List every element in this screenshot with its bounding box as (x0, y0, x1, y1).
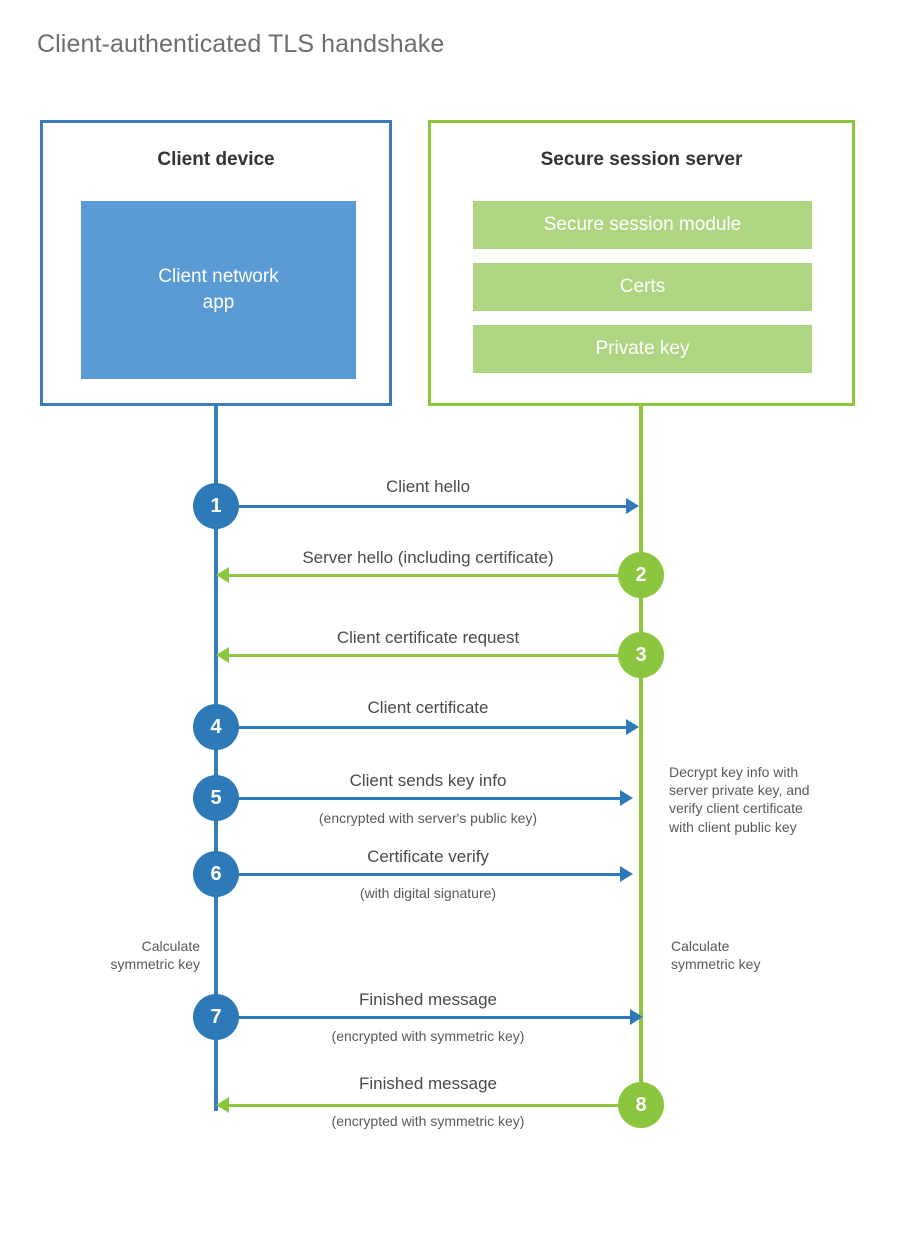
step-8-badge: 8 (618, 1082, 664, 1128)
step-1-arrow-head (626, 498, 639, 514)
step-5-arrow-line (216, 797, 620, 800)
server-block-private-key: Private key (473, 325, 812, 373)
step-2-badge: 2 (618, 552, 664, 598)
annotation-client-calculate-symmetric-key: Calculate symmetric key (110, 938, 200, 973)
step-7-badge: 7 (193, 994, 239, 1040)
page-title: Client-authenticated TLS handshake (37, 30, 445, 58)
step-2-label: Server hello (including certificate) (302, 548, 554, 567)
step-6-arrow-head (620, 866, 633, 882)
step-3-badge: 3 (618, 632, 664, 678)
step-1-label: Client hello (385, 477, 471, 496)
step-1-badge: 1 (193, 483, 239, 529)
step-1-arrow-line (216, 505, 626, 508)
client-device-box: Client device Client network app (40, 120, 392, 406)
step-6-badge: 6 (193, 851, 239, 897)
step-2-arrow-line (229, 574, 641, 577)
step-6-label: Certificate verify (367, 847, 489, 866)
server-block-secure-session-module: Secure session module (473, 201, 812, 249)
step-7-arrow-head (630, 1009, 643, 1025)
secure-session-server-box: Secure session server Secure session mod… (428, 120, 855, 406)
secure-session-server-title: Secure session server (540, 149, 743, 170)
step-6-sublabel: (with digital signature) (359, 885, 497, 901)
step-8-arrow-line (229, 1104, 618, 1107)
server-block-certs: Certs (473, 263, 812, 311)
step-5-arrow-head (620, 790, 633, 806)
step-3-label: Client certificate request (336, 628, 520, 647)
step-4-badge: 4 (193, 704, 239, 750)
step-2-arrow-head (216, 567, 229, 583)
step-5-label: Client sends key info (349, 771, 507, 790)
step-8-sublabel: (encrypted with symmetric key) (331, 1113, 525, 1129)
step-7-sublabel: (encrypted with symmetric key) (331, 1028, 525, 1044)
step-8-label: Finished message (359, 1074, 497, 1093)
step-7-label: Finished message (359, 990, 497, 1009)
step-4-arrow-line (216, 726, 626, 729)
step-4-arrow-head (626, 719, 639, 735)
client-lifeline (214, 405, 218, 1111)
annotation-server-calculate-symmetric-key: Calculate symmetric key (671, 938, 761, 973)
step-3-arrow-head (216, 647, 229, 663)
step-8-arrow-head (216, 1097, 229, 1113)
client-network-app-block: Client network app (81, 201, 356, 379)
step-6-arrow-line (216, 873, 620, 876)
step-5-badge: 5 (193, 775, 239, 821)
server-lifeline (639, 405, 643, 1106)
step-7-arrow-line (216, 1016, 630, 1019)
step-4-label: Client certificate (367, 698, 489, 717)
annotation-server-decrypt: Decrypt key info with server private key… (669, 764, 810, 835)
client-device-title: Client device (157, 149, 275, 170)
step-3-arrow-line (229, 654, 641, 657)
step-5-sublabel: (encrypted with server's public key) (318, 810, 538, 826)
